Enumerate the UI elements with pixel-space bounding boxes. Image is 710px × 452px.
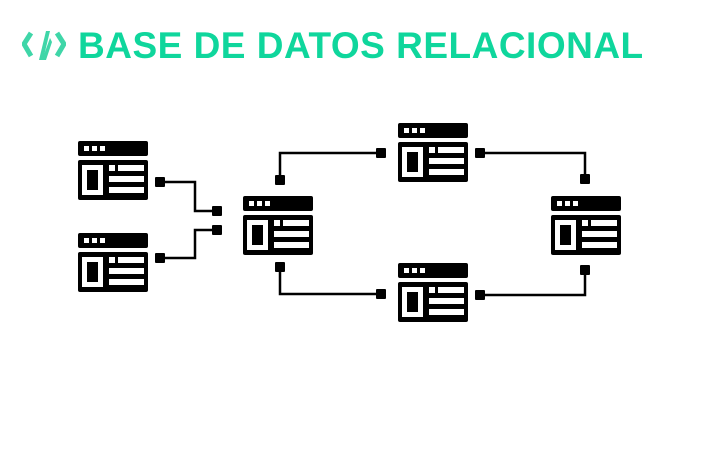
link-leftbottom-center — [165, 228, 222, 260]
connectors — [165, 151, 587, 297]
table-icon-left-top — [78, 141, 148, 200]
table-icon-right — [551, 196, 621, 255]
table-icon-center — [243, 196, 313, 255]
table-icon-bottom — [398, 263, 468, 322]
table-icon-top — [398, 123, 468, 182]
link-top-right — [485, 151, 587, 178]
table-icon-left-bottom — [78, 233, 148, 292]
link-center-top — [278, 151, 386, 180]
connector-endpoints — [155, 148, 590, 300]
link-bottom-right — [485, 270, 587, 297]
code-brackets-icon — [22, 31, 66, 60]
page-title: BASE DE DATOS RELACIONAL — [78, 25, 644, 66]
header: BASE DE DATOS RELACIONAL — [22, 24, 644, 68]
link-center-bottom — [278, 268, 386, 296]
link-lefttop-center — [165, 180, 222, 213]
